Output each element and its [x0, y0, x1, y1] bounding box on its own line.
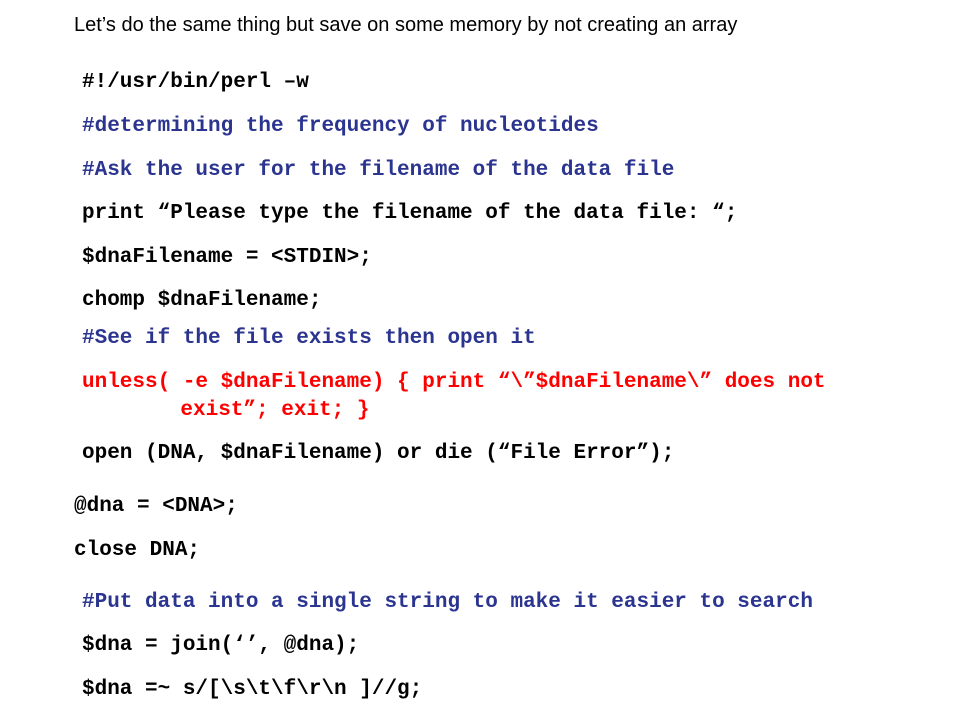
code-line-close-dna: close DNA;	[74, 539, 201, 562]
code-line-read-dna: @dna = <DNA>;	[74, 495, 238, 518]
code-line-unless-2: exist”; exit; }	[130, 399, 370, 422]
slide-heading: Let’s do the same thing but save on some…	[74, 14, 738, 36]
code-comment-join: #Put data into a single string to make i…	[82, 591, 813, 614]
code-comment-ask: #Ask the user for the filename of the da…	[82, 159, 675, 182]
code-line-shebang: #!/usr/bin/perl –w	[82, 71, 309, 94]
code-line-read-stdin: $dnaFilename = <STDIN>;	[82, 246, 372, 269]
code-line-unless-1: unless( -e $dnaFilename) { print “\”$dna…	[82, 371, 826, 394]
code-comment-exists: #See if the file exists then open it	[82, 327, 536, 350]
code-line-print-prompt: print “Please type the filename of the d…	[82, 202, 738, 225]
code-line-strip-whitespace: $dna =~ s/[\s\t\f\r\n ]//g;	[82, 678, 423, 701]
code-comment-frequency: #determining the frequency of nucleotide…	[82, 115, 599, 138]
code-line-chomp: chomp $dnaFilename;	[82, 289, 322, 312]
code-line-open-file: open (DNA, $dnaFilename) or die (“File E…	[82, 442, 675, 465]
code-line-join: $dna = join(‘’, @dna);	[82, 634, 360, 657]
